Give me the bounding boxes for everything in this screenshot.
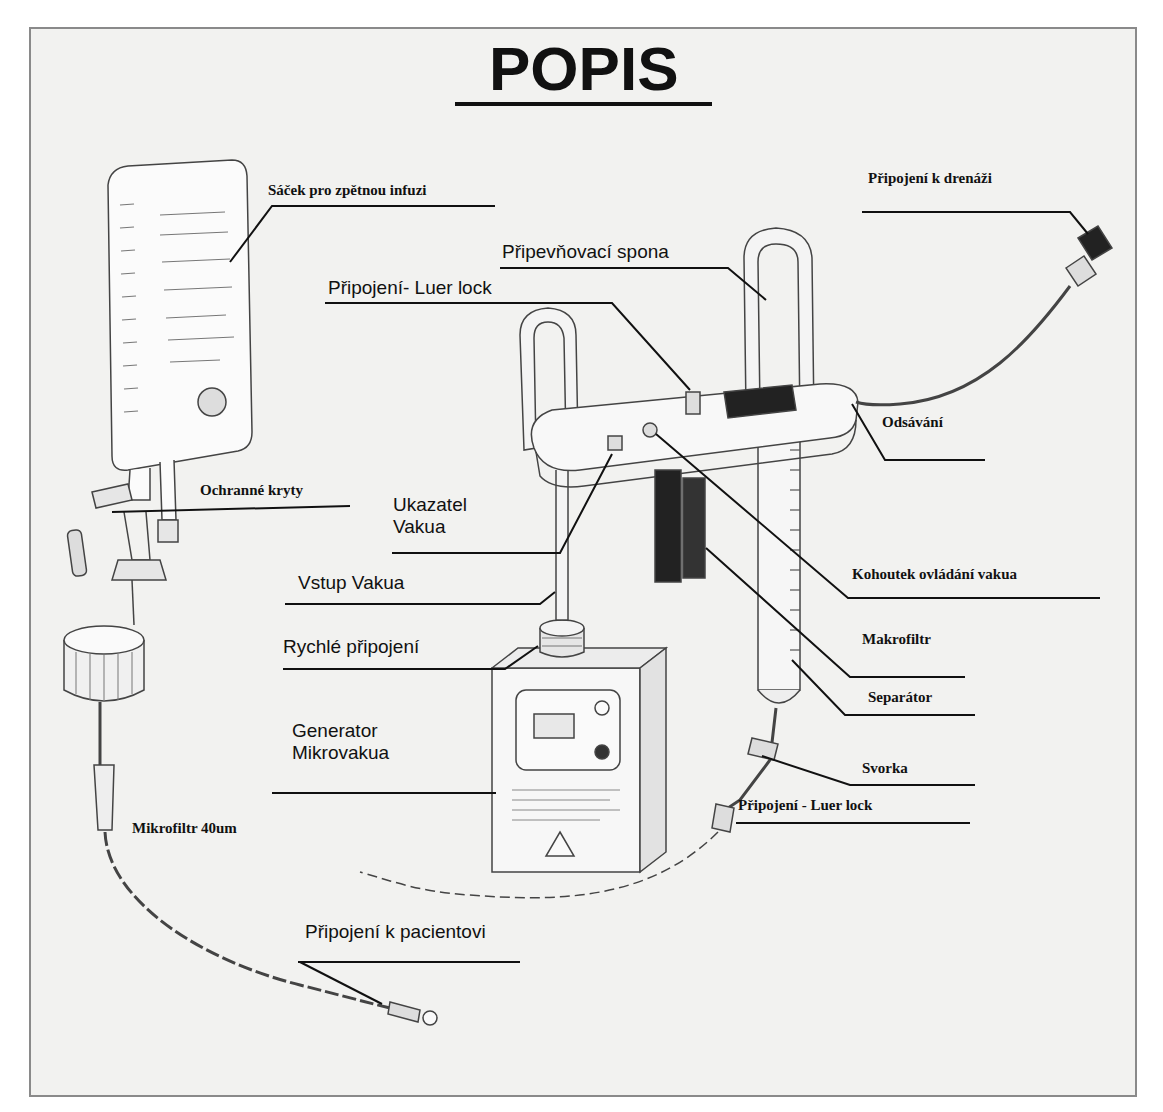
generator-panel [516,690,620,770]
leader-line [392,454,612,553]
page-frame [30,28,1136,1096]
generator-button [595,701,609,715]
drain-connector [1066,256,1096,286]
quick-connect-top [540,620,584,636]
generator-print [512,790,620,820]
collection-column [758,430,800,690]
tube [99,702,102,765]
macrofilter [655,470,681,582]
leader-line [300,962,382,1004]
protective-cap [92,484,132,508]
generator-display [534,714,574,738]
thin-tube [360,832,718,898]
quick-connect-ribs [542,638,582,646]
part-label: Připojení- Luer lock [328,277,492,299]
patient-connector-cap [423,1011,437,1025]
part-label: Ukazatel Vakua [393,494,493,538]
leader-lines [112,206,1100,1004]
leader-line [762,756,975,785]
separator [758,690,800,703]
bag-logo [198,388,226,416]
leader-line [852,404,985,460]
connector [112,560,166,580]
filter-ribs [76,652,132,702]
drain-connector [1078,226,1112,260]
part-label: Připevňovací spona [502,241,669,263]
drain-tube [856,286,1070,405]
part-label: Sáček pro zpětnou infuzi [268,182,427,199]
generator-side [640,648,666,872]
leader-line [792,660,975,715]
reinfusion-bag [108,160,252,470]
vacuum-valve [643,423,657,437]
patient-connector [388,1002,420,1022]
leader-line [862,212,1088,234]
patient-tube [105,832,390,1008]
generator-button [595,745,609,759]
leader-line [285,592,555,604]
part-label: Připojení k drenáži [868,170,992,187]
diagram-title: POPIS [489,38,679,100]
part-label: Připojení - Luer lock [738,797,872,814]
part-label: Makrofiltr [862,631,931,648]
title-underline [455,102,712,106]
leader-line [112,506,350,512]
part-label: Připojení k pacientovi [305,921,486,943]
drip-chamber [94,765,114,830]
part-label: Rychlé připojení [283,636,419,658]
part-label: Svorka [862,760,908,777]
part-label: Vstup Vakua [298,572,404,594]
bag-tube [124,512,150,560]
bag-scale [120,204,234,412]
leader-line [736,822,970,824]
vacuum-gauge [608,436,622,450]
protective-cap [158,520,178,542]
part-label: Mikrofiltr 40um [132,820,237,837]
plate-display [724,385,796,418]
part-label: Ochranné kryty [200,482,303,499]
leader-line [325,303,690,390]
vacuum-generator [492,668,640,872]
warning-sign [546,832,574,856]
top-plate-edge [536,420,856,487]
luer-lock [712,804,734,832]
part-label: Generator Mikrovakua [292,720,412,764]
leader-line [230,206,495,262]
device-drawing [64,160,1112,1025]
leader-line [272,792,496,794]
part-label: Separátor [868,689,932,706]
leader-line [500,268,766,300]
part-label: Odsávání [882,414,943,431]
leader-line [298,961,520,963]
part-label: Kohoutek ovládání vakua [852,566,1017,583]
spike [67,529,87,577]
bag-tube [132,580,134,625]
vacuum-input [556,470,568,620]
leader-line [656,434,1100,598]
microfilter-top [64,626,144,654]
macrofilter [683,478,705,578]
luer-lock-port [686,392,700,414]
